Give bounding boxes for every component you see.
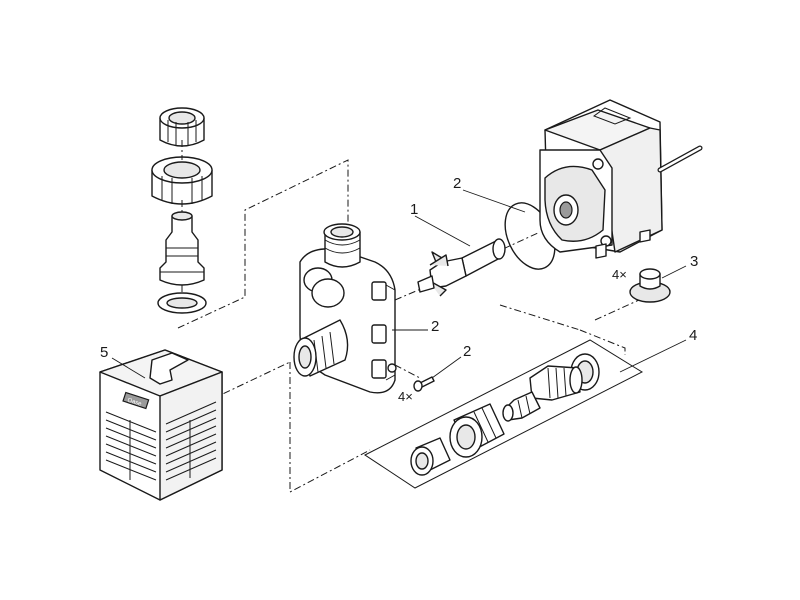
- kit-4-outline: [364, 339, 644, 489]
- leader-lines: [111, 189, 687, 379]
- sealing-washer: [157, 292, 207, 314]
- callout-5-cover: 5: [100, 344, 108, 361]
- hose-tail-adapter: [159, 211, 205, 286]
- kit-threaded-adapter: [529, 365, 583, 401]
- small-union-nut: [159, 107, 205, 147]
- callout-3-foot: 3: [690, 253, 698, 270]
- pump-cover-5: Oase: [99, 349, 223, 501]
- kit-hose-tail: [502, 391, 541, 422]
- callout-labels: 1 2 2 2 4× 3 4× 4 5: [100, 175, 698, 404]
- quantity-screws: 4×: [398, 389, 413, 404]
- hose-fitting-stack: [151, 107, 213, 314]
- callout-2-housing: 2: [431, 318, 439, 335]
- kit-4-parts: [410, 353, 600, 476]
- pump-housing: [293, 223, 397, 394]
- rubber-foot: [629, 268, 671, 303]
- callout-4-kit: 4: [689, 327, 697, 344]
- quantity-feet: 4×: [612, 267, 627, 282]
- large-union-nut: [151, 156, 213, 205]
- callout-2-o-ring: 2: [453, 175, 461, 192]
- housing-screw: [413, 376, 435, 392]
- callout-2-screw: 2: [463, 343, 471, 360]
- kit-small-union-nut: [410, 437, 451, 476]
- callout-1-impeller: 1: [410, 201, 418, 218]
- impeller: [417, 238, 506, 297]
- cover-logo-text: Oase: [127, 398, 143, 408]
- motor-unit: [539, 99, 703, 259]
- kit-large-union-nut: [449, 403, 505, 458]
